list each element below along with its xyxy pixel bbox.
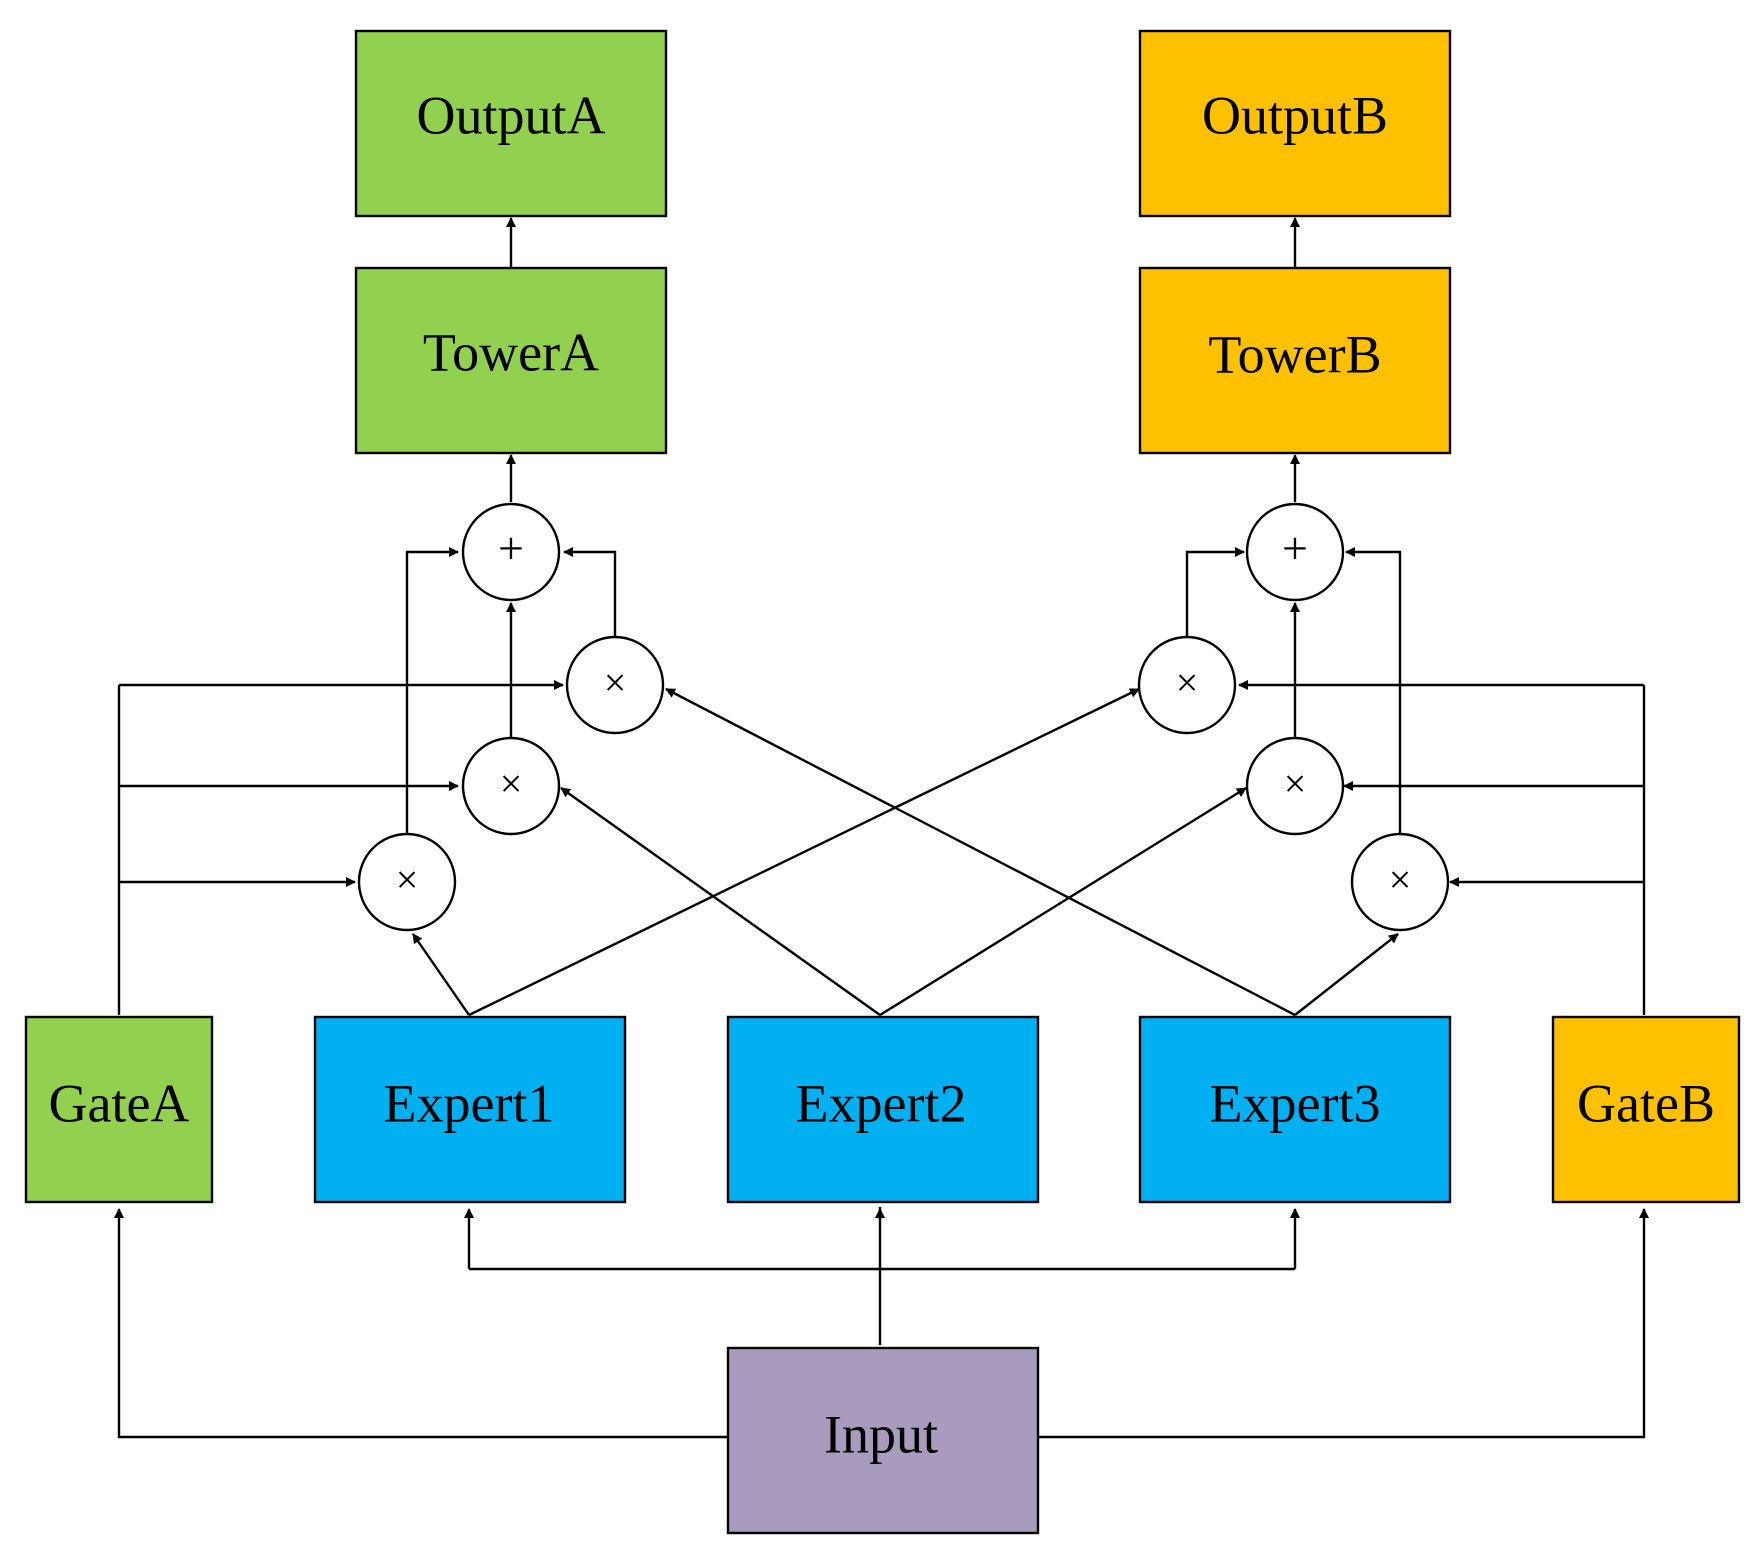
edge-expert3-to-mult-a3: [665, 687, 1296, 1017]
mult-b1-symbol: ×: [1176, 660, 1199, 705]
multiply-node-b2: ×: [1245, 736, 1345, 836]
expert2-box: [726, 1015, 1040, 1204]
edge-expert1-to-mult-a1: [412, 933, 470, 1016]
sum-b-symbol: +: [1282, 523, 1308, 574]
node-expert3: Expert3: [1138, 1015, 1452, 1204]
expert1-box: [313, 1015, 627, 1204]
tower-a-label: TowerA: [423, 322, 599, 382]
gate-b-box: [1551, 1015, 1741, 1204]
edge-input-to-gate-b: [1036, 1208, 1649, 1439]
sum-node-a: +: [461, 502, 561, 602]
multiply-node-b3: ×: [1350, 832, 1450, 932]
expert3-box: [1138, 1015, 1452, 1204]
input-label: Input: [824, 1404, 938, 1464]
node-gate-a: GateA: [24, 1015, 214, 1204]
mult-a2-circle: [461, 736, 561, 836]
mult-a2-symbol: ×: [500, 761, 523, 806]
sum-a-symbol: +: [498, 523, 524, 574]
expert2-label: Expert2: [796, 1073, 967, 1133]
edge-mult-a1-to-sum-a: [405, 547, 459, 834]
node-tower-a: TowerA: [354, 266, 668, 455]
gate-b-label: GateB: [1577, 1073, 1715, 1133]
input-box: [726, 1346, 1040, 1535]
tower-a-box: [354, 266, 668, 455]
expert1-label: Expert1: [384, 1073, 555, 1133]
node-expert2: Expert2: [726, 1015, 1040, 1204]
node-output-b: OutputB: [1138, 29, 1452, 218]
mult-b2-circle: [1245, 736, 1345, 836]
mult-a1-circle: [357, 832, 457, 932]
tower-b-box: [1138, 266, 1452, 455]
mult-a3-circle: [565, 635, 665, 735]
edge-expert3-to-mult-b3: [1294, 933, 1399, 1016]
output-a-box: [354, 29, 668, 218]
tower-b-label: TowerB: [1208, 324, 1381, 384]
edge-expert2-to-mult-a2: [560, 787, 881, 1016]
multiply-node-a2: ×: [461, 736, 561, 836]
mult-a3-symbol: ×: [604, 660, 627, 705]
sum-node-b: +: [1245, 502, 1345, 602]
multiply-node-b1: ×: [1137, 635, 1237, 735]
mult-b2-symbol: ×: [1284, 761, 1307, 806]
node-input: Input: [726, 1346, 1040, 1535]
edge-expert2-to-mult-b2: [879, 786, 1247, 1017]
gate-a-label: GateA: [49, 1073, 190, 1133]
gate-a-box: [24, 1015, 214, 1204]
edges: [114, 217, 1649, 1439]
sum-a-circle: [461, 502, 561, 602]
edge-mult-b1-to-sum-b: [1185, 547, 1245, 637]
multiply-node-a3: ×: [565, 635, 665, 735]
mult-a1-symbol: ×: [396, 857, 419, 902]
edge-input-to-gate-a: [114, 1208, 727, 1439]
output-a-label: OutputA: [417, 85, 606, 145]
output-b-box: [1138, 29, 1452, 218]
node-gate-b: GateB: [1551, 1015, 1741, 1204]
node-expert1: Expert1: [313, 1015, 627, 1204]
edge-mult-a3-to-sum-a: [563, 547, 617, 637]
output-b-label: OutputB: [1202, 85, 1388, 145]
edge-mult-b3-to-sum-b: [1345, 547, 1402, 834]
sum-b-circle: [1245, 502, 1345, 602]
node-output-a: OutputA: [354, 29, 668, 218]
mult-b1-circle: [1137, 635, 1237, 735]
expert3-label: Expert3: [1210, 1073, 1381, 1133]
node-tower-b: TowerB: [1138, 266, 1452, 455]
mult-b3-symbol: ×: [1389, 857, 1412, 902]
multiply-node-a1: ×: [357, 832, 457, 932]
mult-b3-circle: [1350, 832, 1450, 932]
edge-expert1-to-mult-b1: [468, 687, 1140, 1017]
